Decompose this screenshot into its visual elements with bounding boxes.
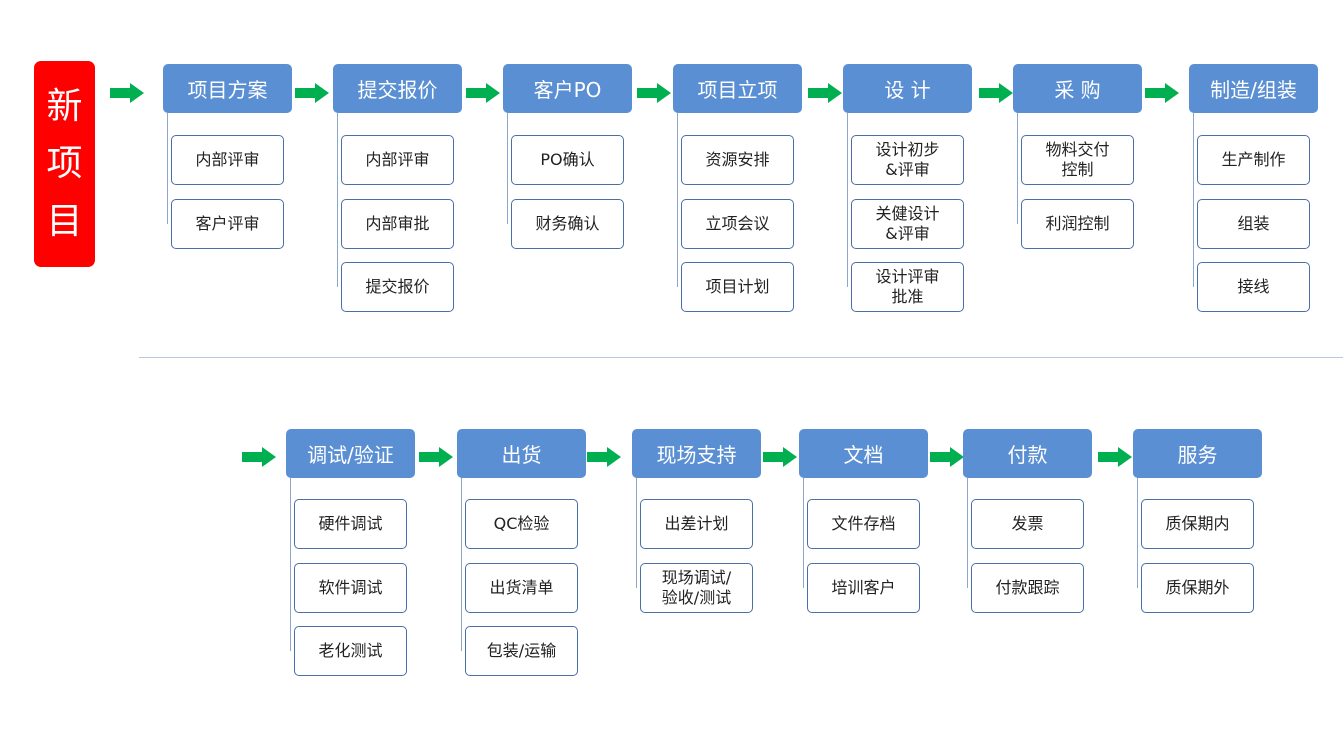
stage-task-box: 老化测试 <box>294 626 407 676</box>
flow-arrow-icon <box>1145 83 1179 103</box>
stage-header: 出货 <box>457 429 586 478</box>
flow-arrow-icon <box>419 447 453 467</box>
stage-task-box: 内部评审 <box>171 135 284 185</box>
flow-arrow-icon <box>110 83 144 103</box>
flow-arrow-icon <box>1098 447 1132 467</box>
stage-task-box: 设计初步 &评审 <box>851 135 964 185</box>
stage-header: 现场支持 <box>632 429 761 478</box>
stage-connector-line <box>1017 113 1018 224</box>
stage-task-box: 财务确认 <box>511 199 624 249</box>
stage-task-box: 付款跟踪 <box>971 563 1084 613</box>
stage-task-box: 内部评审 <box>341 135 454 185</box>
stage-task-box: 设计评审 批准 <box>851 262 964 312</box>
stage-task-box: 立项会议 <box>681 199 794 249</box>
stage-connector-line <box>847 113 848 287</box>
stage-connector-line <box>967 478 968 588</box>
stage-connector-line <box>1137 478 1138 588</box>
stage-task-box: 资源安排 <box>681 135 794 185</box>
stage-task-box: 接线 <box>1197 262 1310 312</box>
stage-task-box: 出差计划 <box>640 499 753 549</box>
flow-arrow-icon <box>979 83 1013 103</box>
stage-connector-line <box>337 113 338 287</box>
stage-connector-line <box>1193 113 1194 287</box>
flow-arrow-icon <box>808 83 842 103</box>
stage-task-box: QC检验 <box>465 499 578 549</box>
stage-task-box: 质保期内 <box>1141 499 1254 549</box>
stage-header: 设 计 <box>843 64 972 113</box>
stage-task-box: 出货清单 <box>465 563 578 613</box>
stage-task-box: 组装 <box>1197 199 1310 249</box>
start-node-char: 项 <box>46 143 83 184</box>
flow-arrow-icon <box>930 447 964 467</box>
stage-header: 项目方案 <box>163 64 292 113</box>
flow-arrow-icon <box>242 447 276 467</box>
flow-arrow-icon <box>763 447 797 467</box>
stage-task-box: 物料交付 控制 <box>1021 135 1134 185</box>
start-node-char: 新 <box>46 85 83 127</box>
row-separator-line <box>139 357 1343 358</box>
stage-task-box: 内部审批 <box>341 199 454 249</box>
stage-task-box: 软件调试 <box>294 563 407 613</box>
stage-task-box: 利润控制 <box>1021 199 1134 249</box>
start-node-new-project: 新项目 <box>34 61 95 267</box>
stage-task-box: 质保期外 <box>1141 563 1254 613</box>
stage-task-box: 现场调试/ 验收/测试 <box>640 563 753 613</box>
stage-connector-line <box>167 113 168 224</box>
stage-task-box: PO确认 <box>511 135 624 185</box>
stage-task-box: 发票 <box>971 499 1084 549</box>
stage-header: 客户PO <box>503 64 632 113</box>
stage-connector-line <box>461 478 462 651</box>
stage-task-box: 提交报价 <box>341 262 454 312</box>
flow-arrow-icon <box>587 447 621 467</box>
stage-task-box: 硬件调试 <box>294 499 407 549</box>
stage-connector-line <box>636 478 637 588</box>
stage-task-box: 生产制作 <box>1197 135 1310 185</box>
stage-header: 服务 <box>1133 429 1262 478</box>
stage-header: 调试/验证 <box>286 429 415 478</box>
stage-connector-line <box>507 113 508 224</box>
stage-header: 文档 <box>799 429 928 478</box>
stage-task-box: 培训客户 <box>807 563 920 613</box>
stage-task-box: 文件存档 <box>807 499 920 549</box>
stage-header: 提交报价 <box>333 64 462 113</box>
stage-header: 制造/组装 <box>1189 64 1318 113</box>
flow-arrow-icon <box>295 83 329 103</box>
stage-task-box: 包装/运输 <box>465 626 578 676</box>
stage-task-box: 客户评审 <box>171 199 284 249</box>
flow-arrow-icon <box>637 83 671 103</box>
stage-connector-line <box>803 478 804 588</box>
flow-arrow-icon <box>466 83 500 103</box>
stage-connector-line <box>677 113 678 287</box>
start-node-char: 目 <box>46 200 83 242</box>
stage-task-box: 项目计划 <box>681 262 794 312</box>
stage-task-box: 关健设计 &评审 <box>851 199 964 249</box>
stage-header: 项目立项 <box>673 64 802 113</box>
stage-header: 付款 <box>963 429 1092 478</box>
stage-header: 采 购 <box>1013 64 1142 113</box>
stage-connector-line <box>290 478 291 651</box>
